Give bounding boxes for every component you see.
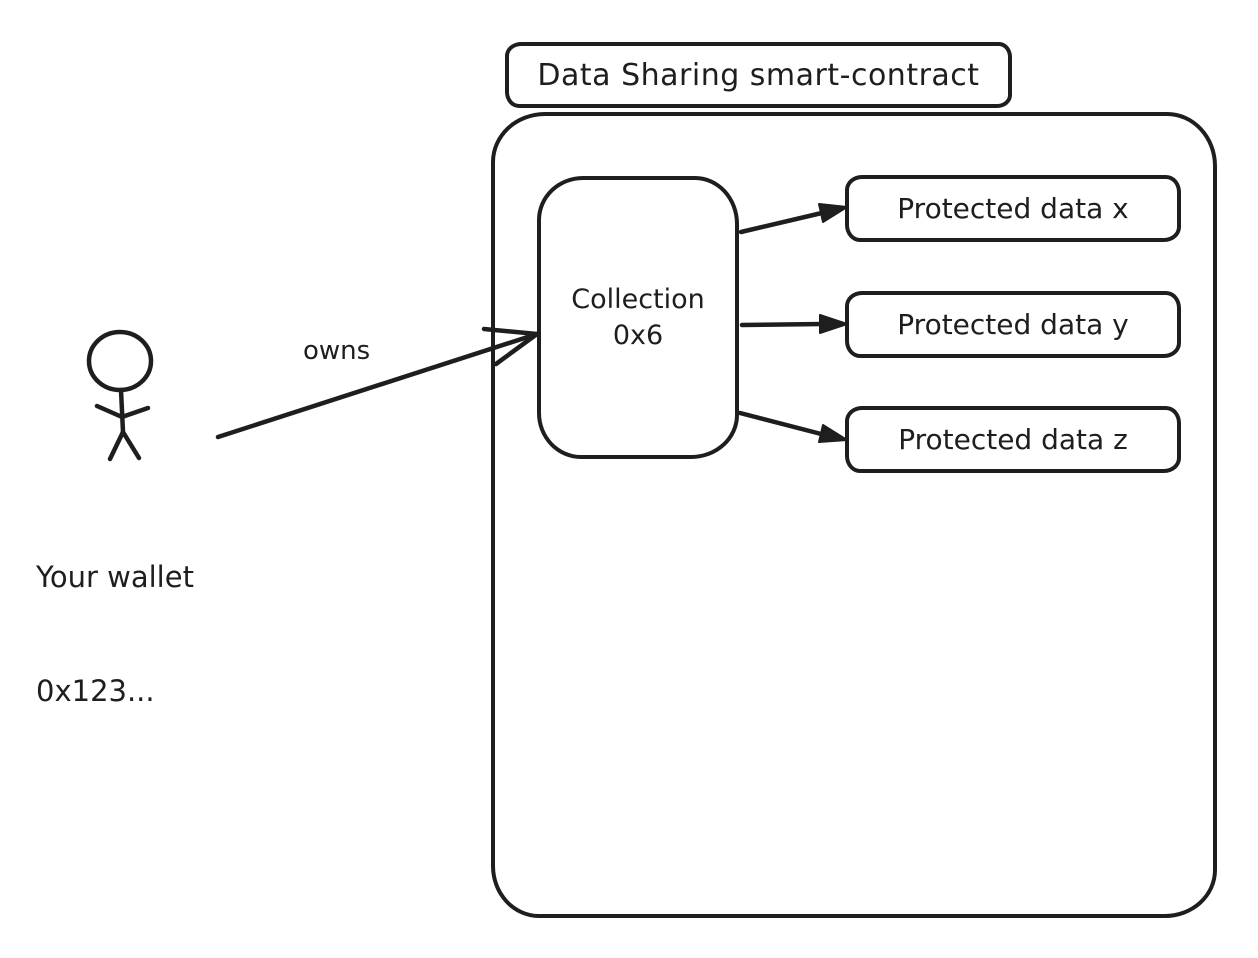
owns-arrow <box>215 326 540 440</box>
actor-arms <box>94 403 151 420</box>
collection-name: Collection <box>571 283 705 315</box>
protected-data-label-x: Protected data x <box>897 192 1129 225</box>
protected-data-label-y: Protected data y <box>897 308 1129 341</box>
wallet-label-address: 0x123... <box>36 674 155 708</box>
protected-data-node-y: Protected data y <box>845 291 1181 358</box>
wallet-actor-figure <box>86 329 154 462</box>
owns-edge-label: owns <box>303 336 371 366</box>
collection-address: 0x6 <box>612 319 664 351</box>
wallet-label: Your wallet 0x123... <box>36 482 194 786</box>
wallet-label-name: Your wallet <box>36 560 194 594</box>
actor-body <box>118 387 126 435</box>
actor-head <box>86 329 154 393</box>
protected-data-label-z: Protected data z <box>898 423 1128 456</box>
protected-data-node-z: Protected data z <box>845 406 1181 473</box>
smart-contract-title-box: Data Sharing smart-contract <box>505 42 1012 108</box>
protected-data-node-x: Protected data x <box>845 175 1181 242</box>
smart-contract-title: Data Sharing smart-contract <box>537 57 980 93</box>
actor-legs <box>107 429 142 462</box>
collection-node: Collection 0x6 <box>537 176 739 459</box>
